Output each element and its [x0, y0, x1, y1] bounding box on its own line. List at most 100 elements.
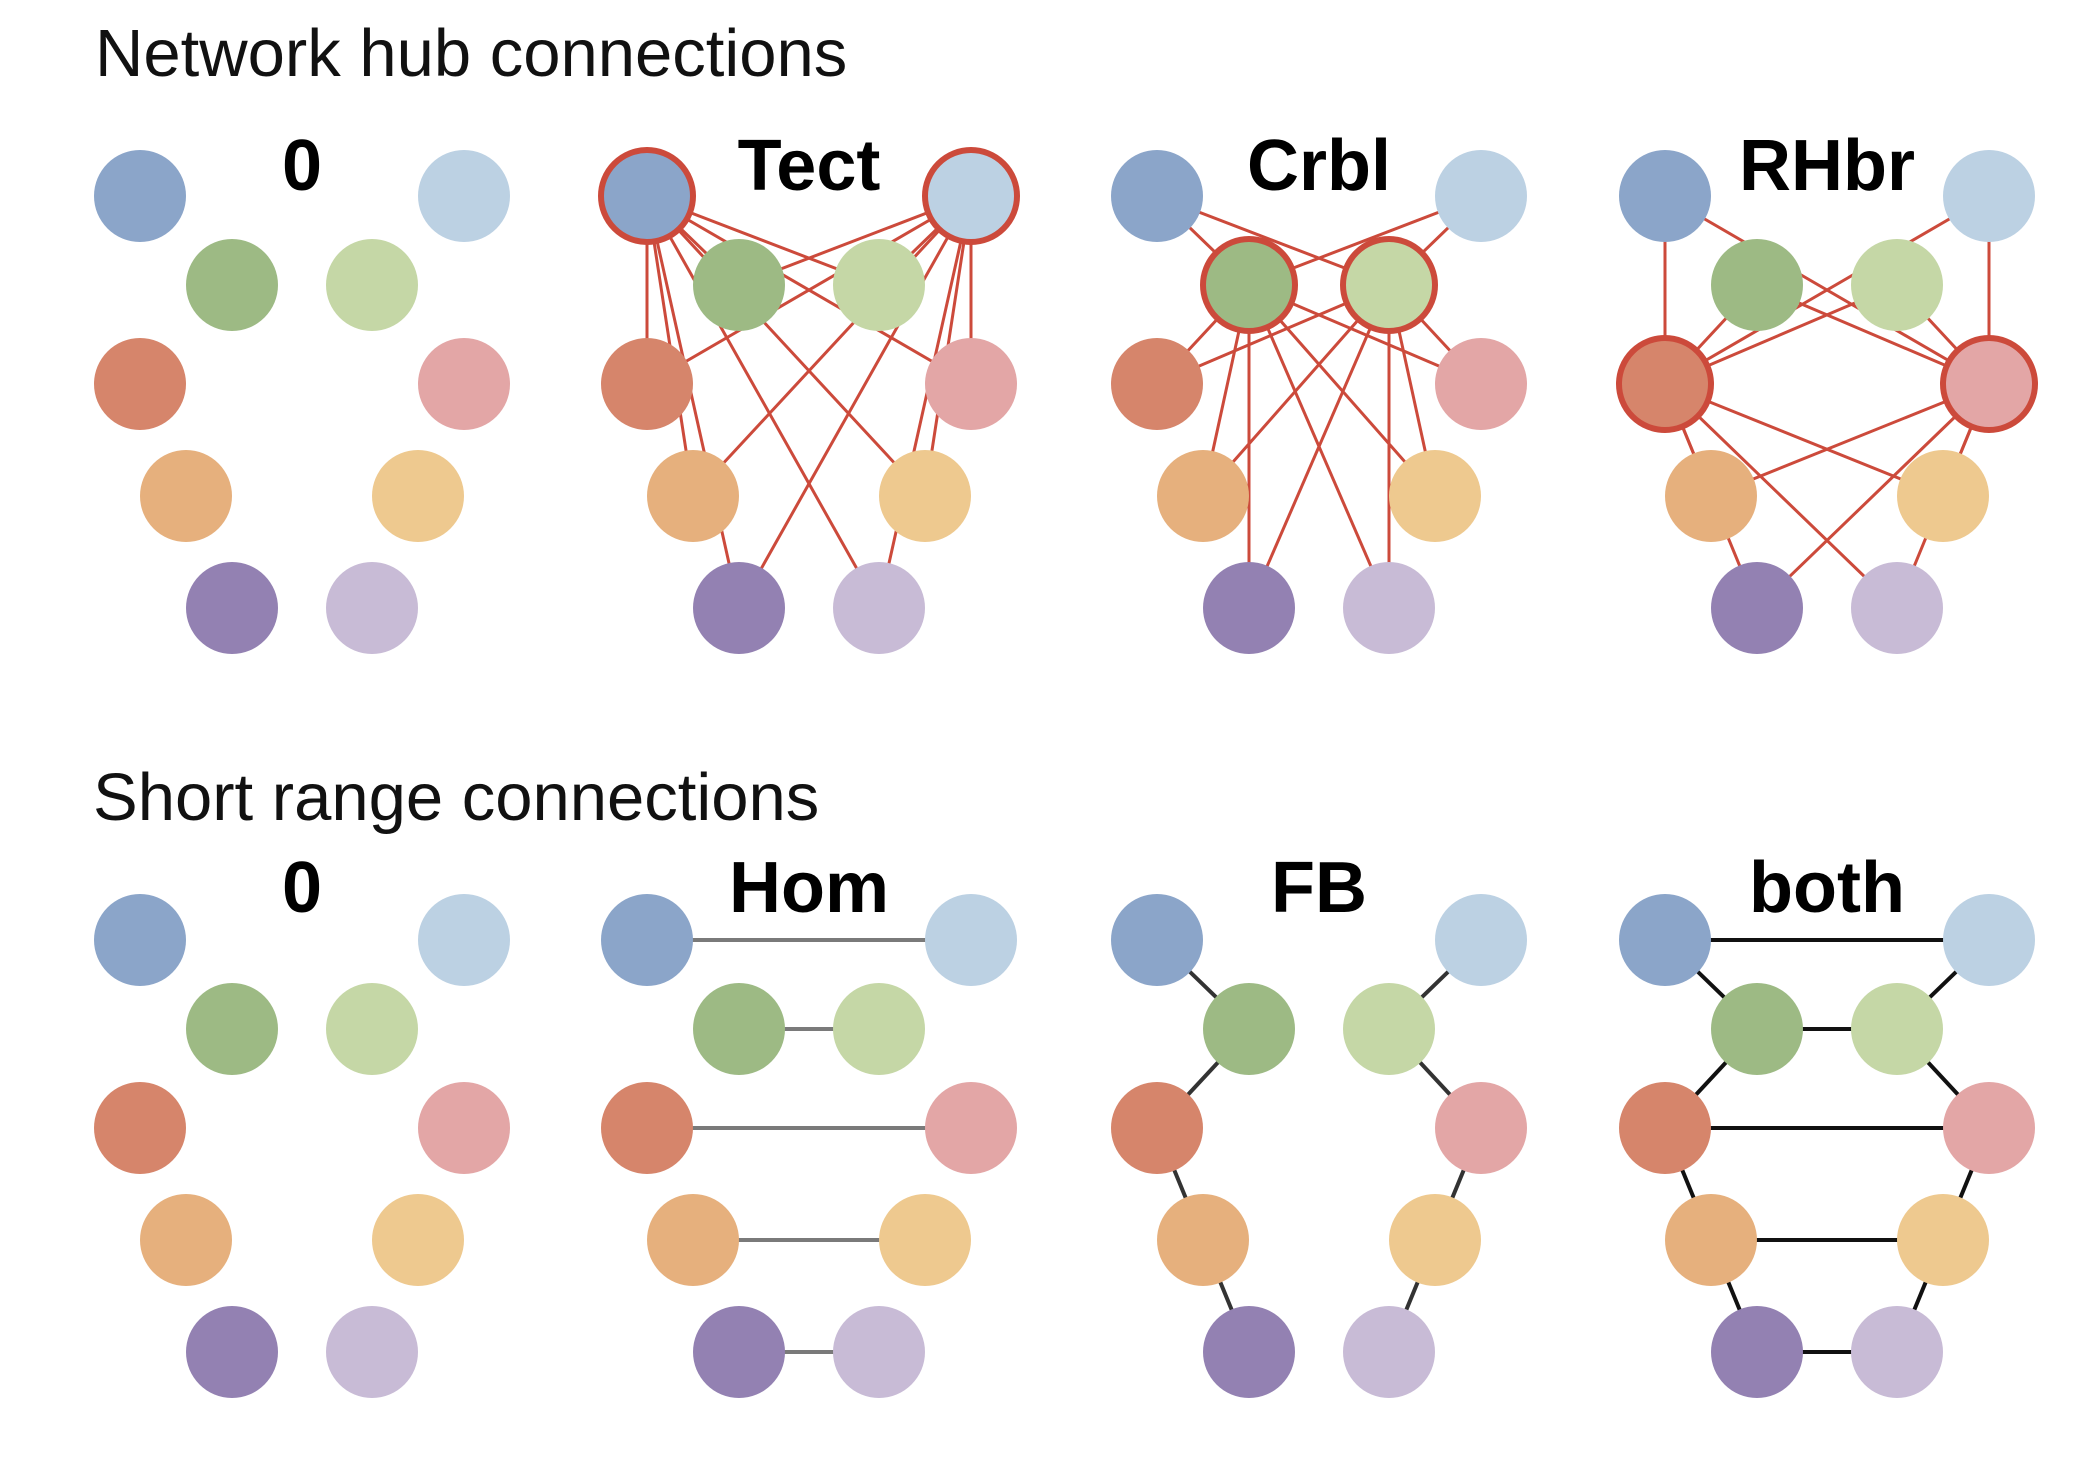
node-5	[1943, 1082, 2035, 1174]
panel-label: FB	[1271, 848, 1367, 928]
node-1	[1943, 150, 2035, 242]
panel-label: both	[1749, 848, 1905, 928]
node-4	[601, 338, 693, 430]
edge-5-0	[1664, 194, 1990, 386]
node-8	[1203, 1306, 1295, 1398]
node-7	[879, 1194, 971, 1286]
hub-node-4	[1616, 335, 1714, 433]
edge-1-9	[877, 195, 973, 609]
node-8	[186, 562, 278, 654]
node-6	[647, 450, 739, 542]
edge-4-7	[1664, 382, 1944, 498]
node-1	[1435, 150, 1527, 242]
node-7	[1897, 450, 1989, 542]
node-8	[186, 1306, 278, 1398]
edge-1-4	[646, 194, 972, 386]
node-3	[1851, 983, 1943, 1075]
edge-1-6	[691, 194, 973, 498]
edge-5-6	[1710, 382, 1990, 498]
node-7	[372, 450, 464, 542]
node-3	[1343, 983, 1435, 1075]
node-4	[94, 1082, 186, 1174]
hub-node-1	[922, 147, 1020, 245]
edge-3-8	[1247, 284, 1391, 609]
node-6	[1157, 1194, 1249, 1286]
node-6	[1665, 1194, 1757, 1286]
node-5	[925, 1082, 1017, 1174]
node-8	[1711, 1306, 1803, 1398]
node-1	[418, 150, 510, 242]
node-0	[601, 894, 693, 986]
node-3	[833, 239, 925, 331]
node-6	[1157, 450, 1249, 542]
node-0	[1619, 150, 1711, 242]
node-4	[1111, 338, 1203, 430]
panel-label: Tect	[738, 126, 881, 206]
node-8	[693, 562, 785, 654]
node-9	[1343, 562, 1435, 654]
node-7	[1897, 1194, 1989, 1286]
panel-label: RHbr	[1739, 126, 1915, 206]
hub-node-5	[1940, 335, 2038, 433]
node-6	[647, 1194, 739, 1286]
panel-label: Hom	[729, 848, 889, 928]
node-7	[372, 1194, 464, 1286]
node-3	[1851, 239, 1943, 331]
node-8	[1711, 562, 1803, 654]
section-title-hub: Network hub connections	[95, 16, 847, 91]
node-4	[1619, 1082, 1711, 1174]
node-9	[326, 562, 418, 654]
node-4	[94, 338, 186, 430]
node-0	[1111, 894, 1203, 986]
node-5	[418, 1082, 510, 1174]
node-5	[418, 338, 510, 430]
node-4	[1111, 1082, 1203, 1174]
node-8	[1203, 562, 1295, 654]
node-2	[693, 983, 785, 1075]
hub-node-3	[1340, 236, 1438, 334]
node-5	[1435, 1082, 1527, 1174]
node-7	[1389, 450, 1481, 542]
node-0	[1619, 894, 1711, 986]
node-1	[418, 894, 510, 986]
hub-node-2	[1200, 236, 1298, 334]
node-7	[1389, 1194, 1481, 1286]
edge-0-7	[645, 194, 927, 498]
node-4	[601, 1082, 693, 1174]
edge-4-9	[1663, 382, 1899, 610]
hub-node-0	[598, 147, 696, 245]
edge-0-8	[645, 195, 741, 609]
node-1	[1943, 894, 2035, 986]
node-2	[1711, 239, 1803, 331]
panel-label: Crbl	[1247, 126, 1391, 206]
node-8	[693, 1306, 785, 1398]
panel-label: 0	[282, 126, 322, 206]
node-1	[925, 894, 1017, 986]
node-6	[140, 450, 232, 542]
node-9	[1851, 1306, 1943, 1398]
node-2	[186, 239, 278, 331]
panel-hub-1: Tect	[598, 126, 1020, 654]
node-5	[1435, 338, 1527, 430]
node-5	[925, 338, 1017, 430]
panel-hub-3: RHbr	[1616, 126, 2038, 654]
panel-short-3: both	[1619, 848, 2035, 1398]
node-9	[1851, 562, 1943, 654]
node-2	[1203, 983, 1295, 1075]
node-9	[1343, 1306, 1435, 1398]
node-0	[94, 894, 186, 986]
node-2	[186, 983, 278, 1075]
node-3	[326, 983, 418, 1075]
edge-0-9	[645, 195, 881, 609]
node-1	[1435, 894, 1527, 986]
edge-1-8	[737, 195, 973, 609]
node-7	[879, 450, 971, 542]
node-6	[140, 1194, 232, 1286]
node-6	[1665, 450, 1757, 542]
node-0	[1111, 150, 1203, 242]
panel-label: 0	[282, 848, 322, 928]
panel-hub-0: 0	[94, 126, 510, 654]
edge-5-8	[1755, 382, 1991, 610]
